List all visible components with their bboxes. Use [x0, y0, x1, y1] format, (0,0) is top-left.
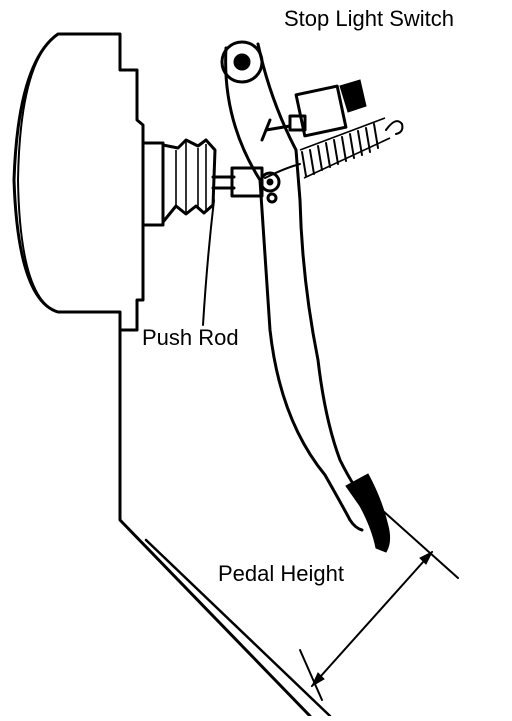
stop-light-switch [260, 79, 367, 142]
push-rod-label: Push Rod [142, 325, 239, 350]
stop-light-switch-label: Stop Light Switch [284, 6, 454, 31]
return-spring [264, 117, 404, 179]
floor-panel [144, 538, 332, 718]
pedal-pad [345, 473, 391, 553]
booster-wall [17, 33, 59, 313]
brake-pedal-arm [220, 40, 368, 532]
push-rod-boot [141, 138, 217, 227]
pedal-height-label: Pedal Height [218, 561, 344, 586]
brake-booster [12, 32, 145, 332]
pedal-height-dimension [299, 509, 459, 701]
push-rod [211, 166, 281, 204]
push-rod-leader [202, 199, 215, 326]
firewall [118, 328, 312, 718]
